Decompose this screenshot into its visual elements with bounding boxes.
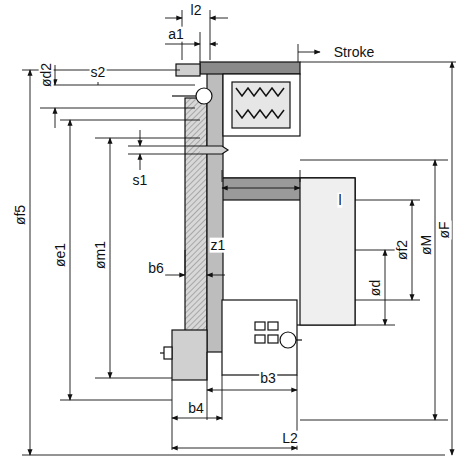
- diameter-label: øe1: [53, 242, 68, 268]
- diameter-label: øm1: [93, 240, 108, 270]
- dimension-label: s2: [90, 65, 107, 80]
- diameter-label: ød: [368, 279, 383, 297]
- dimension-label: L2: [281, 431, 299, 446]
- diameter-label: øF: [437, 220, 452, 239]
- diameter-label: øM: [419, 234, 434, 256]
- dimension-label: b6: [147, 261, 165, 276]
- diameter-label: ød2: [39, 62, 54, 88]
- diameter-label: øf2: [395, 239, 410, 261]
- feature-label: Stroke: [333, 45, 375, 60]
- dimension-label: l: [337, 193, 342, 208]
- dimension-label: s1: [132, 173, 149, 188]
- dimension-label: b4: [187, 401, 205, 416]
- dimension-label: b3: [259, 371, 277, 386]
- dimension-label: a1: [167, 27, 185, 42]
- diameter-label: øf5: [13, 204, 28, 226]
- dimension-label: z1: [210, 238, 227, 253]
- dimension-label: l2: [190, 3, 203, 18]
